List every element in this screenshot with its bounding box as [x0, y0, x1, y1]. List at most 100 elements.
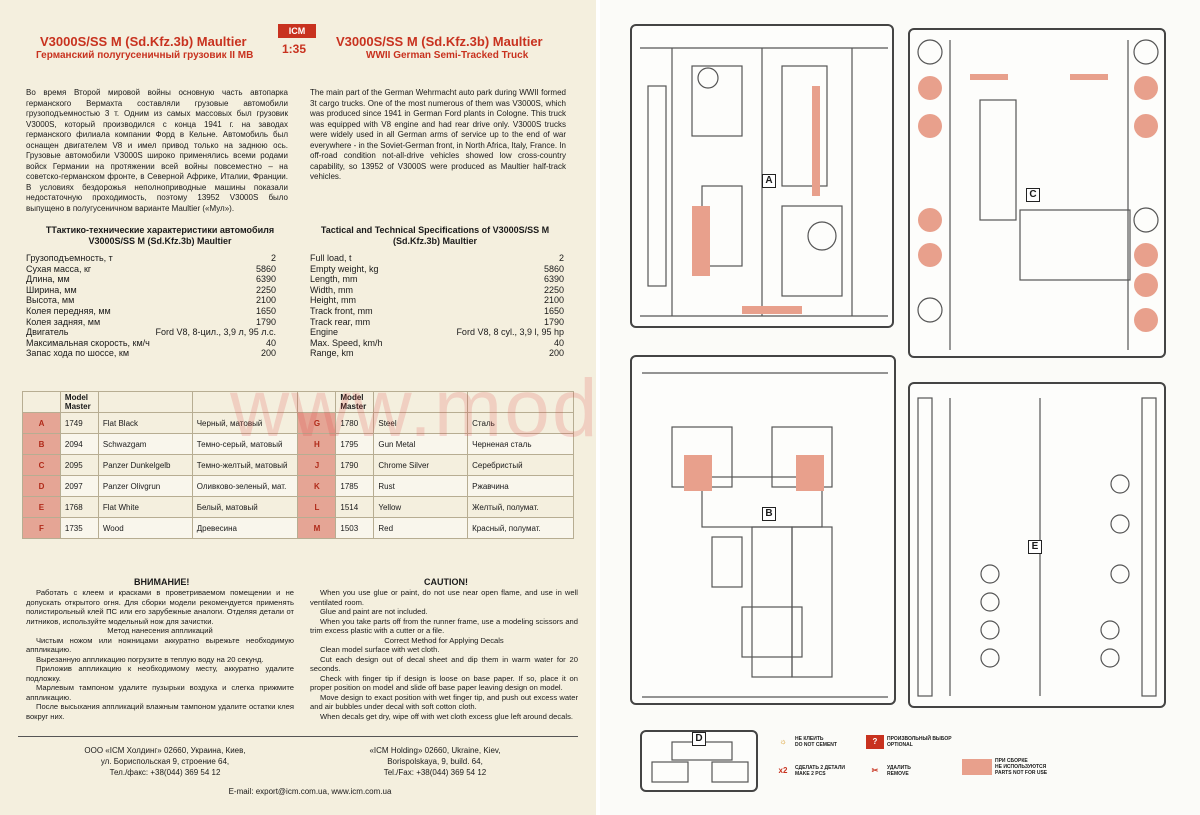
spec-value: 40: [265, 337, 276, 348]
spec-label: Высота, мм: [26, 295, 75, 306]
instruction-right-page: A C: [600, 0, 1200, 815]
instruction-left-page: V3000S/SS M (Sd.Kfz.3b) Maultier Германс…: [0, 0, 878, 815]
paint-cell-ru: Оливково-зеленый, мат.: [191, 475, 299, 497]
text-line: When you use glue or paint, do not use n…: [310, 588, 578, 607]
paint-cell-en: Wood: [97, 517, 193, 539]
spec-value: 1650: [543, 305, 564, 316]
spec-value: 200: [260, 348, 276, 359]
spec-value: 6390: [543, 274, 564, 285]
sprue-a: A: [630, 24, 894, 328]
spec-value: 6390: [255, 274, 276, 285]
caution-en: When you use glue or paint, do not use n…: [310, 588, 578, 721]
text-line: When decals get dry, wipe off with wet c…: [320, 711, 573, 721]
spec-label: Колея передняя, мм: [26, 305, 111, 316]
spec-label: Запас хода по шоссе, км: [26, 348, 130, 359]
spec-value: 5860: [543, 263, 564, 274]
paint-cell-ru: Черненая сталь: [467, 433, 574, 455]
intro-ru: Во время Второй мировой войны основную ч…: [26, 88, 288, 213]
unused-part-swatch: [962, 759, 992, 775]
spec-row: Колея задняя, мм 1790: [26, 317, 276, 328]
text-line: Cut each design out of decal sheet and d…: [310, 654, 578, 674]
paint-cell-en: Flat Black: [97, 412, 193, 434]
paint-cell-letter: L: [297, 496, 337, 518]
sprue-label-b: B: [762, 507, 776, 521]
sprue-e: E: [908, 382, 1166, 708]
text-line: Чистым ножом или ножницами аккуратно выр…: [26, 635, 294, 655]
sprue-d: D: [640, 730, 758, 792]
spec-value: 2100: [543, 295, 564, 306]
paint-cell-en: Gun Metal: [373, 433, 469, 455]
paint-cell-en: Schwazgam: [97, 433, 193, 455]
paint-cell-en: Rust: [373, 475, 469, 497]
text-line: Работать с клеем и красками в проветрива…: [26, 588, 294, 626]
intro-en: The main part of the German Wehrmacht au…: [310, 88, 566, 181]
spec-label: Track rear, mm: [310, 316, 371, 327]
text-line: Приложив аппликацию к необходимому месту…: [26, 664, 294, 683]
text-line: Move design to exact position with wet f…: [310, 692, 578, 712]
spec-label: Ширина, мм: [26, 284, 77, 295]
paint-cell-letter: K: [297, 475, 337, 497]
sprue-label-c: C: [1026, 188, 1040, 202]
paint-table-header: Model Master Model Master: [22, 391, 574, 413]
spec-value: 40: [553, 337, 564, 348]
knife-icon: ✂: [871, 766, 879, 775]
paint-cell-letter: J: [297, 454, 337, 476]
paint-cell-num: 1503: [335, 517, 375, 539]
paint-cell-num: 1749: [59, 412, 99, 434]
paint-cell-num: 2095: [59, 454, 99, 476]
text-line: «ICM Holding» 02660, Ukraine, Kiev,: [369, 746, 501, 755]
paint-cell-letter: A: [22, 412, 61, 434]
text-line: Метод нанесения аппликаций: [107, 626, 213, 635]
spec-label: Колея задняя, мм: [26, 316, 101, 327]
specs-title-en: Tactical and Technical Specifications of…: [320, 225, 550, 246]
x2-icon: x2: [778, 766, 788, 775]
question-icon: ?: [866, 735, 884, 749]
paint-cell-letter: C: [22, 454, 61, 476]
spec-row: Max. Speed, km/h 40: [310, 338, 564, 349]
paint-cell-letter: D: [22, 475, 61, 497]
text-line: Glue and paint are not included.: [320, 607, 428, 616]
spec-value: 1790: [255, 316, 276, 327]
footer-divider: [18, 736, 578, 737]
sprue-label-a: A: [762, 174, 776, 188]
paint-cell-en: Flat White: [97, 496, 193, 518]
spec-label: Range, km: [310, 348, 354, 359]
spec-label: Сухая масса, кг: [26, 263, 92, 274]
spec-label: Length, mm: [310, 274, 358, 285]
text-line: Check with finger tip if design is loose…: [310, 673, 578, 693]
paint-cell-num: 1780: [335, 412, 375, 434]
footer-email: E-mail: export@icm.com.ua, www.icm.com.u…: [228, 787, 392, 796]
paint-cell-en: Chrome Silver: [373, 454, 469, 476]
icm-logo: ICM: [278, 24, 316, 38]
spec-label: Max. Speed, km/h: [310, 337, 383, 348]
spec-label: Full load, t: [310, 253, 352, 263]
footer-en: «ICM Holding» 02660, Ukraine, Kiev,Boris…: [310, 745, 560, 778]
paint-cell-num: 2094: [59, 433, 99, 455]
spec-label: Track front, mm: [310, 305, 373, 316]
paint-cell-num: 1768: [59, 496, 99, 518]
paint-cell-ru: Темно-серый, матовый: [191, 433, 299, 455]
paint-cell-en: Yellow: [373, 496, 469, 518]
spec-label: Engine: [310, 327, 339, 338]
footer-ru: ООО «ICM Холдинг» 02660, Украина, Киев,у…: [40, 745, 290, 778]
paint-cell-num: 1735: [59, 517, 99, 539]
sprue-a-drawing: [640, 47, 888, 317]
sun-icon: ☼: [779, 737, 787, 746]
paint-cell-num: 1795: [335, 433, 375, 455]
sprue-label-e: E: [1028, 540, 1042, 554]
